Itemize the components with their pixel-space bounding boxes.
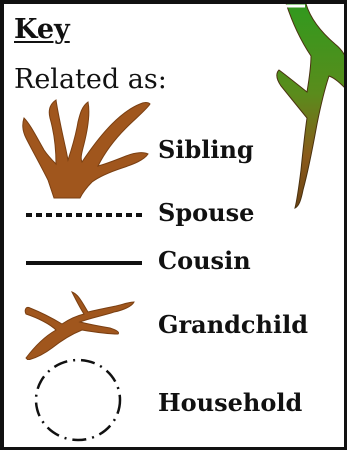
legend-label-spouse: Spouse	[158, 201, 254, 225]
legend-title: Key	[14, 16, 70, 43]
legend-subtitle: Related as:	[14, 66, 167, 93]
sibling-tree-icon	[20, 94, 152, 200]
cousin-solid-line	[24, 258, 144, 268]
household-circle-icon	[32, 356, 124, 444]
legend-label-household: Household	[158, 391, 302, 415]
legend-label-cousin: Cousin	[158, 249, 251, 273]
grandchild-twig-icon	[22, 288, 137, 360]
spouse-dotted-line	[24, 210, 144, 220]
legend-label-grandchild: Grandchild	[158, 313, 308, 337]
green-branch-decoration	[267, 0, 347, 215]
legend-label-sibling: Sibling	[158, 138, 254, 162]
